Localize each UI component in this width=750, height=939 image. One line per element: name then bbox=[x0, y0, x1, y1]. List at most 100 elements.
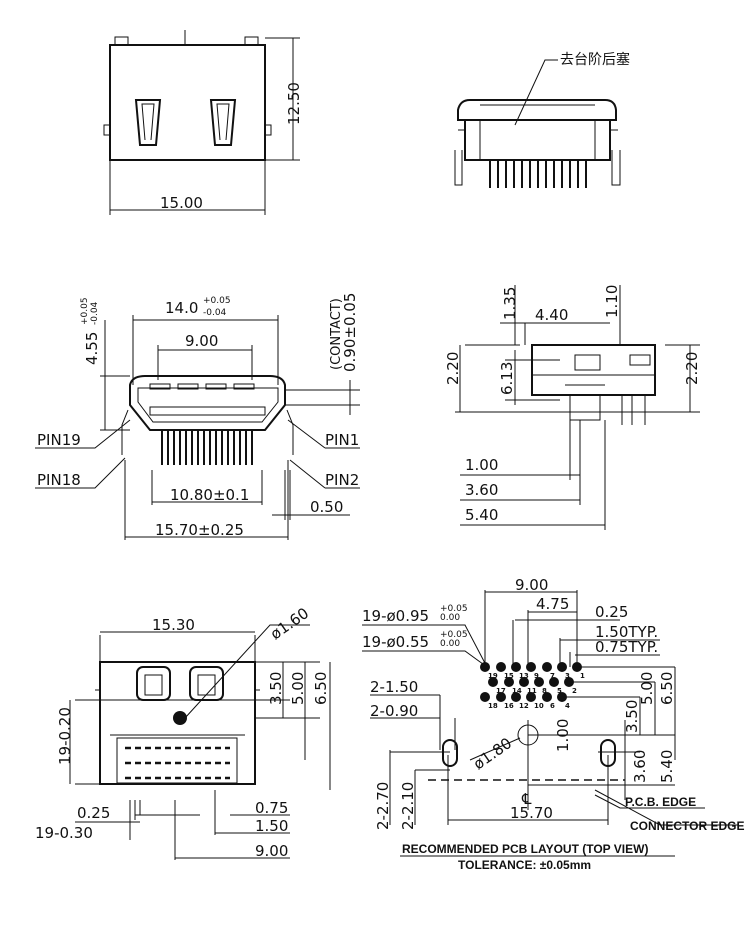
note-label: 去台阶后塞 bbox=[560, 51, 630, 68]
svg-text:19-ø0.55: 19-ø0.55 bbox=[362, 633, 429, 651]
svg-text:4: 4 bbox=[565, 702, 570, 710]
svg-text:5.40: 5.40 bbox=[658, 750, 676, 783]
svg-text:0.00: 0.00 bbox=[440, 613, 460, 623]
dim-height: 4.55 bbox=[83, 332, 101, 365]
svg-text:1.50: 1.50 bbox=[255, 817, 288, 835]
pin19-label: PIN19 bbox=[37, 431, 81, 449]
side-view-pins bbox=[489, 160, 587, 188]
svg-text:2: 2 bbox=[572, 687, 577, 695]
svg-text:8: 8 bbox=[542, 687, 547, 695]
svg-text:3.50: 3.50 bbox=[267, 672, 285, 705]
svg-text:6.50: 6.50 bbox=[312, 672, 330, 705]
svg-text:1.50TYP.: 1.50TYP. bbox=[595, 623, 658, 641]
dim-pitch: 0.50 bbox=[310, 498, 343, 516]
svg-text:6.50: 6.50 bbox=[658, 672, 676, 705]
slot-hole-right bbox=[600, 739, 616, 767]
pin-holes bbox=[480, 662, 582, 702]
connector-edge-label: CONNECTOR EDGE bbox=[630, 819, 744, 833]
dim-width: 15.00 bbox=[160, 194, 203, 212]
latch-slot bbox=[134, 99, 237, 146]
top-view-body bbox=[109, 44, 266, 161]
svg-text:18: 18 bbox=[488, 702, 498, 710]
svg-text:19-ø0.95: 19-ø0.95 bbox=[362, 607, 429, 625]
locating-hole bbox=[517, 724, 539, 746]
dim-height: 12.50 bbox=[285, 82, 303, 125]
svg-text:2-2.10: 2-2.10 bbox=[399, 782, 417, 830]
svg-text:2-2.70: 2-2.70 bbox=[374, 782, 392, 830]
svg-text:2.20: 2.20 bbox=[444, 352, 462, 385]
svg-text:12: 12 bbox=[519, 702, 529, 710]
bottom-view: 15.30 ø1.60 19-0.20 3.50 5.00 6.50 0.25 … bbox=[35, 604, 331, 860]
svg-text:9: 9 bbox=[534, 672, 539, 680]
svg-text:+0.05: +0.05 bbox=[80, 297, 90, 325]
svg-text:9.00: 9.00 bbox=[515, 576, 548, 594]
front-view: 14.0 +0.05 -0.04 9.00 4.55 +0.05 -0.04 (… bbox=[35, 293, 360, 540]
svg-text:3.60: 3.60 bbox=[631, 750, 649, 783]
svg-text:0.25: 0.25 bbox=[595, 603, 628, 621]
right-side-view: 1.35 4.40 1.10 2.20 6.13 2.20 1.00 3.60 … bbox=[444, 285, 701, 530]
svg-text:-0.04: -0.04 bbox=[90, 301, 100, 325]
svg-text:11: 11 bbox=[527, 687, 537, 695]
pin2-label: PIN2 bbox=[325, 471, 359, 489]
dim-inner: 9.00 bbox=[185, 332, 218, 350]
svg-text:+0.05: +0.05 bbox=[440, 604, 468, 614]
pcb-edge-label: P.C.B. EDGE bbox=[625, 795, 696, 809]
svg-text:5.00: 5.00 bbox=[638, 672, 656, 705]
dim-width-main: 14.0 bbox=[165, 299, 198, 317]
svg-text:7: 7 bbox=[550, 672, 555, 680]
pin18-label: PIN18 bbox=[37, 471, 81, 489]
svg-text:5.40: 5.40 bbox=[465, 506, 498, 524]
svg-text:+0.05: +0.05 bbox=[203, 296, 231, 306]
svg-text:-0.04: -0.04 bbox=[203, 308, 227, 318]
slot-hole-left bbox=[442, 739, 458, 767]
side-view: 去台阶后塞 bbox=[454, 51, 630, 188]
dim-overall: 15.70±0.25 bbox=[155, 521, 244, 539]
svg-text:4.75: 4.75 bbox=[536, 595, 569, 613]
svg-text:3.50: 3.50 bbox=[623, 700, 641, 733]
svg-text:14: 14 bbox=[512, 687, 522, 695]
dim-contact: 0.90±0.05 bbox=[341, 293, 359, 372]
svg-text:10: 10 bbox=[534, 702, 544, 710]
svg-text:15.30: 15.30 bbox=[152, 616, 195, 634]
svg-text:6.13: 6.13 bbox=[498, 362, 516, 395]
svg-text:13: 13 bbox=[519, 672, 529, 680]
svg-text:2.20: 2.20 bbox=[683, 352, 701, 385]
svg-text:2-1.50: 2-1.50 bbox=[370, 678, 418, 696]
svg-text:1.00: 1.00 bbox=[554, 719, 572, 752]
svg-text:19-0.30: 19-0.30 bbox=[35, 824, 93, 842]
tolerance-note: TOLERANCE: ±0.05mm bbox=[458, 858, 591, 872]
svg-text:℄: ℄ bbox=[521, 790, 532, 808]
svg-text:6: 6 bbox=[550, 702, 555, 710]
layout-title: RECOMMENDED PCB LAYOUT (TOP VIEW) bbox=[402, 842, 648, 856]
svg-text:15.70: 15.70 bbox=[510, 804, 553, 822]
svg-text:1.00: 1.00 bbox=[465, 456, 498, 474]
svg-text:3.60: 3.60 bbox=[465, 481, 498, 499]
svg-text:15: 15 bbox=[504, 672, 514, 680]
top-view: 12.50 15.00 bbox=[103, 30, 303, 215]
svg-text:19: 19 bbox=[488, 672, 498, 680]
pin1-label: PIN1 bbox=[325, 431, 359, 449]
svg-text:1.35: 1.35 bbox=[501, 287, 519, 320]
locating-hole bbox=[173, 711, 187, 725]
svg-text:+0.05: +0.05 bbox=[440, 630, 468, 640]
svg-text:3: 3 bbox=[565, 672, 570, 680]
front-shell bbox=[129, 375, 286, 431]
dim-pin-span: 10.80±0.1 bbox=[170, 486, 249, 504]
svg-text:5.00: 5.00 bbox=[289, 672, 307, 705]
svg-text:0.75TYP.: 0.75TYP. bbox=[595, 638, 658, 656]
svg-text:0.00: 0.00 bbox=[440, 639, 460, 649]
svg-text:17: 17 bbox=[496, 687, 506, 695]
svg-text:5: 5 bbox=[557, 687, 562, 695]
svg-text:4.40: 4.40 bbox=[535, 306, 568, 324]
svg-text:ø1.80: ø1.80 bbox=[470, 734, 515, 773]
svg-text:ø1.60: ø1.60 bbox=[267, 604, 312, 643]
svg-text:19-0.20: 19-0.20 bbox=[56, 707, 74, 765]
svg-text:2-0.90: 2-0.90 bbox=[370, 702, 418, 720]
svg-text:0.75: 0.75 bbox=[255, 799, 288, 817]
svg-text:0.25: 0.25 bbox=[77, 804, 110, 822]
note-leader bbox=[514, 59, 558, 126]
dim-contact-label: (CONTACT) bbox=[329, 298, 344, 370]
